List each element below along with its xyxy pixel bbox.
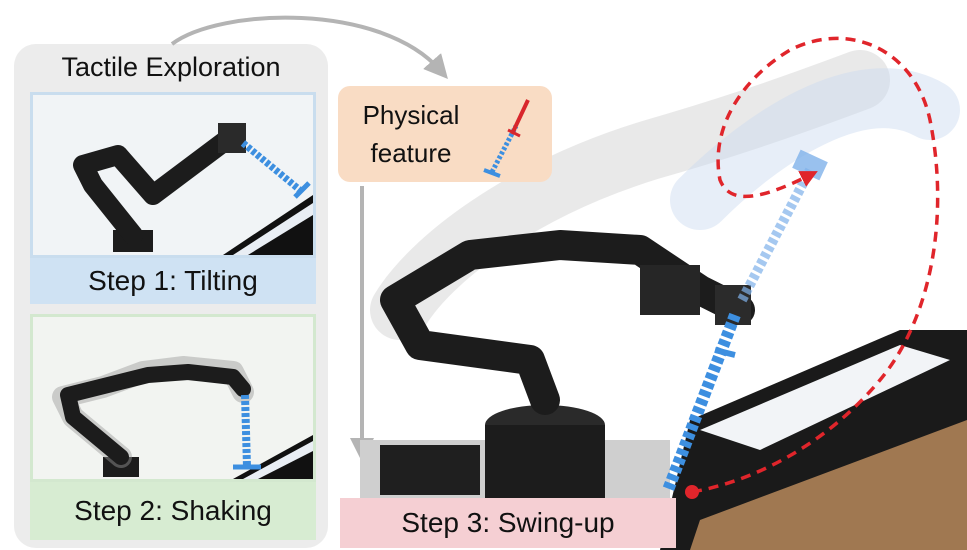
robot-shaking-illustration bbox=[52, 356, 313, 479]
panel-title: Tactile Exploration bbox=[61, 52, 281, 82]
stick-ring bbox=[714, 347, 736, 358]
stick-ghost-end bbox=[792, 149, 828, 181]
swing-trajectory bbox=[691, 36, 940, 494]
icon-stick bbox=[489, 124, 519, 174]
motion-ghost-2 bbox=[670, 68, 960, 230]
table-top bbox=[233, 203, 313, 255]
icon-red-tick bbox=[507, 128, 521, 138]
feature-line-2: feature bbox=[370, 138, 452, 168]
blue-stick bbox=[241, 394, 251, 468]
stick-feature-icon bbox=[483, 99, 530, 178]
icon-red-marker bbox=[510, 99, 530, 135]
step3-label: Step 3: Swing-up bbox=[340, 498, 676, 548]
step2-photo bbox=[30, 314, 316, 482]
step1-photo bbox=[30, 92, 316, 258]
cardboard bbox=[690, 420, 967, 550]
step2-label: Step 2: Shaking bbox=[30, 482, 316, 540]
table-edge bbox=[223, 195, 313, 255]
robot-wrist bbox=[640, 265, 700, 315]
controller-box bbox=[380, 445, 480, 495]
table-top bbox=[700, 345, 950, 450]
robot-arm bbox=[60, 364, 251, 465]
robot-base bbox=[485, 425, 605, 500]
physical-feature-label: Physical feature bbox=[346, 96, 476, 172]
blue-stick bbox=[662, 312, 741, 493]
trajectory-start-dot bbox=[685, 485, 699, 499]
stick-ghost bbox=[737, 167, 815, 303]
feature-line-1: Physical bbox=[362, 100, 460, 130]
stick-end bbox=[293, 181, 311, 199]
robot-tilting-illustration bbox=[73, 123, 313, 255]
icon-stick-end bbox=[483, 168, 501, 178]
robot-base bbox=[103, 457, 139, 477]
arrow-to-feature bbox=[170, 15, 448, 79]
blue-stick bbox=[240, 140, 304, 194]
robot-gripper bbox=[218, 123, 246, 153]
robot-arm bbox=[73, 125, 243, 245]
step1-label: Step 1: Tilting bbox=[30, 258, 316, 304]
